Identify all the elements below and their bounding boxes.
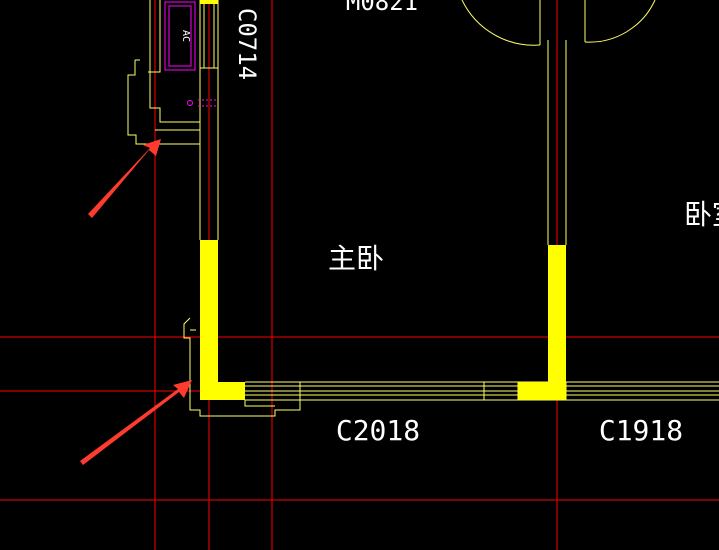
ac-unit-inner <box>168 5 192 67</box>
wall-column-top <box>200 0 218 4</box>
room-label-bedroom: 卧室 <box>684 198 719 231</box>
window-label-left-vertical: C0714 <box>233 8 261 80</box>
bottom-wall-outline <box>183 317 719 417</box>
door-swings <box>461 0 656 46</box>
arrow-lower <box>80 380 192 465</box>
annotation-arrows <box>80 139 192 465</box>
ac-unit-box <box>164 1 196 71</box>
window-label-c1918: C1918 <box>599 414 683 447</box>
ac-unit: AC <box>164 1 218 107</box>
arrow-upper <box>88 139 161 218</box>
door-swing-right <box>584 0 656 43</box>
drain-icon <box>187 100 193 106</box>
door-swing-left <box>461 0 541 46</box>
right-partition-wall <box>547 40 567 245</box>
window-label-c2018: C2018 <box>336 414 420 447</box>
left-wall-upper <box>127 0 219 240</box>
ac-unit-label: AC <box>180 30 191 42</box>
wall-fill <box>200 0 566 400</box>
door-label-top: M0821 <box>346 0 418 16</box>
wall-corner-left <box>200 240 245 400</box>
wall-corner-right <box>518 245 566 400</box>
room-label-master-bedroom: 主卧 <box>328 242 384 275</box>
